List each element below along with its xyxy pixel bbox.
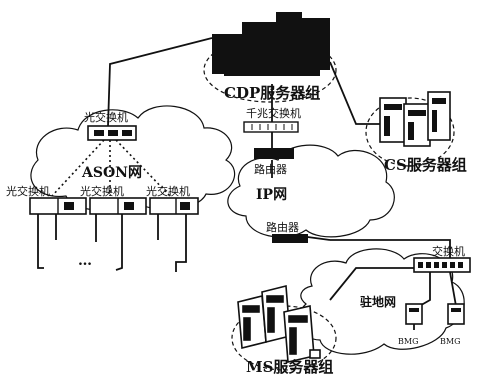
link-switch-to-bmg-1 <box>416 272 430 308</box>
router-bottom-label: 路由器 <box>266 222 299 233</box>
ms-server-group-device <box>238 286 320 362</box>
optical-switch-2-label: 光交换机 <box>80 186 124 197</box>
optical-switch-1-label: 光交换机 <box>6 186 50 197</box>
ip-network-label: IP网 <box>256 188 287 202</box>
cs-server-group-device <box>380 92 450 146</box>
drop-os1-a <box>38 212 44 268</box>
cdp-server-base <box>224 68 320 76</box>
switch-right-device <box>414 258 470 272</box>
cdp-server-2 <box>242 22 280 72</box>
cdp-server-4 <box>298 18 330 70</box>
drop-os2-b <box>116 212 122 270</box>
optical-switch-3-device <box>150 198 198 214</box>
ason-cloud <box>31 106 235 211</box>
optical-switch-3-label: 光交换机 <box>146 186 190 197</box>
router-bottom-device <box>272 234 308 243</box>
bmg-2-label: BMG <box>440 338 460 346</box>
optical-switch-top-device <box>88 126 136 140</box>
ellipsis-label: … <box>78 254 92 268</box>
cdp-group-label: CDP服务器组 <box>224 86 320 101</box>
ms-group-label: MS服务器组 <box>246 360 333 375</box>
ip-cloud <box>228 145 394 237</box>
optical-switch-top-label: 光交换机 <box>84 112 128 123</box>
optical-switch-1-device <box>30 198 86 214</box>
ason-network-label: ASON网 <box>82 166 142 180</box>
link-cdp-to-cs-group <box>330 62 382 124</box>
switch-right-label: 交换机 <box>432 246 465 257</box>
optical-switch-2-device <box>90 198 146 214</box>
gigabit-switch-label: 千兆交换机 <box>246 108 301 119</box>
bmg-2-device <box>448 304 464 324</box>
drop-os3-b <box>176 212 186 272</box>
router-top-label: 路由器 <box>254 164 287 175</box>
bmg-1-label: BMG <box>398 338 418 346</box>
router-top-device <box>254 148 294 159</box>
gigabit-switch-device <box>244 122 298 132</box>
cs-group-label: CS服务器组 <box>384 158 467 173</box>
bmg-1-device <box>406 304 422 324</box>
local-network-label: 驻地网 <box>360 296 396 308</box>
